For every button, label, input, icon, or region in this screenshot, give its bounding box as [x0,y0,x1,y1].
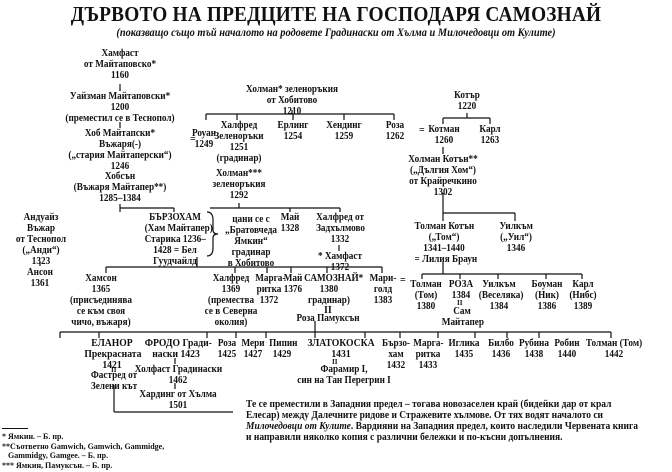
person-halfred-1369: Халфред 1369 (премества се в Северна око… [204,273,258,328]
person-rose-1384: РОЗА 1384 [448,279,474,301]
person-holfast: Холфаст Градинаски 1462 [134,364,223,386]
person-holman-1210: Холман* зеленоръкия от Хобитово 1210 [246,84,338,117]
person-daisy-1433: Марга- ритка 1433 [413,338,444,371]
person-hobson: Хобсън (Въжаря Майтапер**) 1285–1384 [73,171,167,204]
person-frodo: ФРОДО Гради- наски 1423 [144,338,212,360]
note-text-2: . Вардияни на Западния предел, които нас… [246,421,639,443]
person-hamfast-1432: Бързо- хам 1432 [381,338,410,371]
person-daisy-1372: Марга- ритка 1372 [255,273,286,306]
person-erling: Ерлинг 1254 [277,120,309,142]
person-wilcome-1346: Уилкъм („Уил“) 1346 [499,221,533,254]
note-text-italic: Милочедовци от Кулите [246,421,351,432]
person-tolman-1380: Толман (Том) 1380 [410,279,442,312]
person-faramir: Фарамир I, син на Тан Перегрин I [297,364,391,386]
person-hamfast-1160: Хамфаст от Майтаповско* 1160 [83,48,157,81]
person-marigold: Мари- голд 1383 [369,273,397,306]
person-hamfast-1372: * Хамфаст 1372 [318,251,362,273]
note-text-1: Те се преместили в Западния предел – тог… [246,399,612,421]
person-andwise: Андуайз Въжар от Теснопол („Анди“) 1323 [15,212,67,267]
person-rose-1425: Роза 1425 [217,338,237,360]
person-hamson: Хамсон 1365 (присъединява се към своя чи… [69,273,132,328]
person-wiseman: Уайзман Майтаповски* 1200 (преместил се … [65,91,175,124]
person-samwise: САМОЗНАЙ* 1380 градинар) [304,273,364,306]
person-wilcome-1384: Уилкъм (Веселяка) 1384 [478,279,524,312]
page-subtitle: (показващо също тъй началото на родовете… [116,27,556,39]
person-harding: Хардинг от Хълма 1501 [139,389,217,411]
marriage-sign: = [190,134,196,145]
page-title: ДЪРВОТО НА ПРЕДЦИТЕ НА ГОСПОДАРЯ САМОЗНА… [70,2,602,26]
person-bilbo: Билбо 1436 [488,338,514,360]
explanatory-note: Те се преместили в Западния предел – тог… [246,399,645,443]
person-may-1328: Май 1328 [280,212,300,234]
person-cotman: Котман 1260 [428,124,460,146]
person-tolman-1442: Толман (Том) 1442 [585,338,643,360]
person-tolman-1341: Толман Котън („Том“) 1341–1440 = Лилия Б… [414,221,478,265]
person-merry: Мери 1427 [241,338,265,360]
person-carl-1389: Карл (Нибс) 1389 [569,279,597,312]
person-pippin: Пипин 1429 [269,338,298,360]
person-cotter: Котър 1220 [454,90,480,112]
person-halfred-1251: Халфред Зеленоръки 1251 (градинар) [214,120,264,164]
person-rose-1262: Роза 1262 [385,120,405,142]
footnote-2: **Съответно Gamwich, Gamwich, Gammidge, [2,441,165,451]
marriage-sign-elanor: II [111,366,117,374]
person-fastred: Фастред от Зелени кът [90,370,138,392]
marriage-sign: = [400,275,406,286]
footnotes: * Ямкин. – Б. пр. **Съответно Gamwich, G… [2,432,164,470]
person-hending: Хендинг 1259 [326,120,362,142]
person-ruby: Рубина 1438 [519,338,549,360]
person-hob: Хоб Майтапски* Въжаря(-) („стария Майтап… [68,128,172,172]
person-holman-1292: Холман*** зеленоръкия 1292 [212,168,266,201]
person-sam-maitaper: Сам Майтапер [441,306,484,328]
person-goldilocks: ЗЛАТОКОСКА 1431 [307,338,375,360]
footnote-2-cont: Gammidgy, Gamgee. – Б. пр. [2,451,109,460]
footnote-divider [2,428,28,429]
person-rose-cotton: Роза Памуксън [296,313,360,324]
brace-note: цани се с „Братовчеда Ямкин“ градинар в … [225,214,277,269]
person-carl-1263: Карл 1263 [479,124,501,146]
person-holman-cotton: Холман Котън** („Дългия Хом“) от Крайреч… [408,154,478,198]
footnote-3: *** Ямкин, Памуксън. – Б. пр. [2,460,113,470]
person-bowman: Боуман (Ник) 1386 [531,279,563,312]
person-may-1376: Май 1376 [283,273,303,295]
marriage-sign-samwise: II [324,305,332,316]
person-rowan: Роуан 1249 [191,128,217,150]
marriage-sign: = [419,125,425,136]
person-halfred-1332: Халфред от Задхълмово 1332 [316,212,365,245]
person-anson: Ансон 1361 [27,267,53,289]
marriage-sign-goldilocks: II [332,358,338,366]
person-robin: Робин 1440 [554,338,580,360]
marriage-sign-rose: II [457,299,463,307]
person-primrose: Иглика 1435 [448,338,480,360]
footnote-1: * Ямкин. – Б. пр. [2,432,64,441]
person-barzoham: БЪРЗОХАМ (Хам Майтапер) Старика 1236– 14… [144,212,213,267]
person-elanor: ЕЛАНОР Прекрасната 1421 [84,338,142,371]
